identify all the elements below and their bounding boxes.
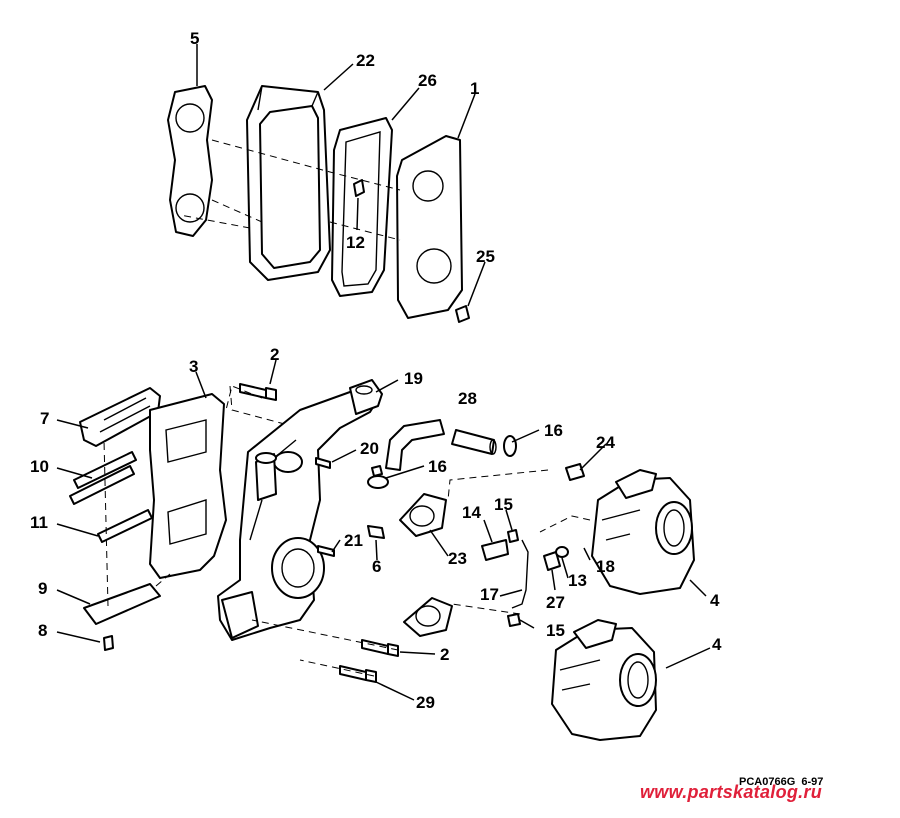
callout-2-upper: 2 (270, 345, 279, 364)
callout-5: 5 (190, 29, 199, 48)
washer-part-13 (555, 546, 569, 558)
carburetor-part-4-upper (591, 469, 695, 595)
bolt-part-2-upper (239, 383, 277, 401)
callout-29: 29 (416, 693, 435, 712)
drawing-code: PCA0766G 6-97 (739, 776, 823, 788)
callout-6: 6 (372, 557, 381, 576)
screw-part-8 (103, 635, 114, 651)
callout-15-lower: 15 (546, 621, 565, 640)
screw-part-12 (353, 179, 365, 197)
clamp-part-16-left (367, 475, 389, 489)
intake-manifold (217, 379, 383, 641)
callout-8: 8 (38, 621, 47, 640)
callout-23: 23 (448, 549, 467, 568)
callout-9: 9 (38, 579, 47, 598)
screw-part-27 (543, 551, 561, 571)
bolt-part-2-lower (361, 639, 399, 657)
carburetor-part-4-lower (551, 619, 657, 741)
callout-12: 12 (346, 233, 365, 252)
callout-13: 13 (568, 571, 587, 590)
callout-15-mid: 15 (494, 495, 513, 514)
callout-16-right: 16 (544, 421, 563, 440)
gasket-part-26 (331, 117, 393, 297)
reed-stop-part-11 (97, 509, 153, 543)
callout-20: 20 (360, 439, 379, 458)
gasket-part-3 (149, 393, 227, 579)
bracket-part-14 (481, 539, 509, 561)
callout-16-left: 16 (428, 457, 447, 476)
callout-28: 28 (458, 389, 477, 408)
callout-19: 19 (404, 369, 423, 388)
link-rod-part-17 (511, 539, 529, 609)
callout-11: 11 (30, 513, 48, 532)
fitting-part-15-lower (507, 613, 521, 627)
callout-17: 17 (480, 585, 499, 604)
callout-3: 3 (189, 357, 198, 376)
adapter-plate-part-1 (396, 135, 463, 319)
stud-part-21 (317, 545, 335, 557)
bolt-part-29 (339, 665, 377, 683)
clamp-part-16-right (503, 435, 517, 457)
hose-part-28 (385, 419, 497, 471)
callout-labels: 5 22 26 1 12 25 2 3 19 28 7 16 24 20 10 … (30, 29, 722, 712)
callout-10: 10 (30, 457, 49, 476)
screw-part-25 (455, 305, 470, 323)
fitting-part-15-upper (371, 465, 383, 477)
reed-plate-part-9 (83, 583, 161, 625)
callout-7: 7 (40, 409, 49, 428)
callout-21: 21 (344, 531, 363, 550)
gasket-part-5 (167, 85, 213, 237)
watermark: www.partskatalog.ru (640, 782, 823, 802)
gasket-part-23 (399, 493, 453, 637)
screw-part-6 (367, 525, 385, 539)
callout-26: 26 (418, 71, 437, 90)
callout-4-upper: 4 (710, 591, 720, 610)
stud-part-20 (315, 457, 331, 469)
reed-petals-part-10 (69, 451, 137, 505)
callout-24: 24 (596, 433, 615, 452)
drawing-date: 6-97 (801, 776, 824, 788)
callout-14: 14 (462, 503, 481, 522)
callout-22: 22 (356, 51, 375, 70)
callout-1: 1 (470, 79, 479, 98)
callout-2-lower: 2 (440, 645, 449, 664)
callout-25: 25 (476, 247, 495, 266)
reed-block-part-7 (79, 387, 161, 447)
drawing-code-number: PCA0766G (739, 776, 796, 788)
callout-27: 27 (546, 593, 565, 612)
fitting-part-15-mid (507, 529, 519, 543)
callout-4-lower: 4 (712, 635, 722, 654)
nut-part-24 (565, 463, 585, 481)
callout-18: 18 (596, 557, 615, 576)
airbox-cover-part-22 (246, 85, 331, 281)
leader-lines (56, 44, 711, 701)
